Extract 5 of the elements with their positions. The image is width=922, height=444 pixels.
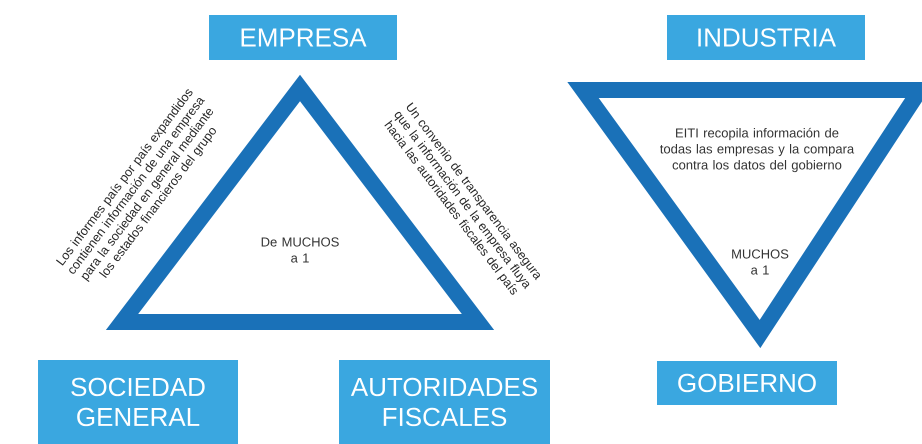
label-box: EMPRESA (209, 15, 397, 60)
label-box: AUTORIDADES FISCALES (339, 360, 550, 444)
label-box: GOBIERNO (657, 360, 837, 405)
label-box: INDUSTRIA (667, 15, 865, 60)
label-box: SOCIEDAD GENERAL (38, 360, 238, 444)
